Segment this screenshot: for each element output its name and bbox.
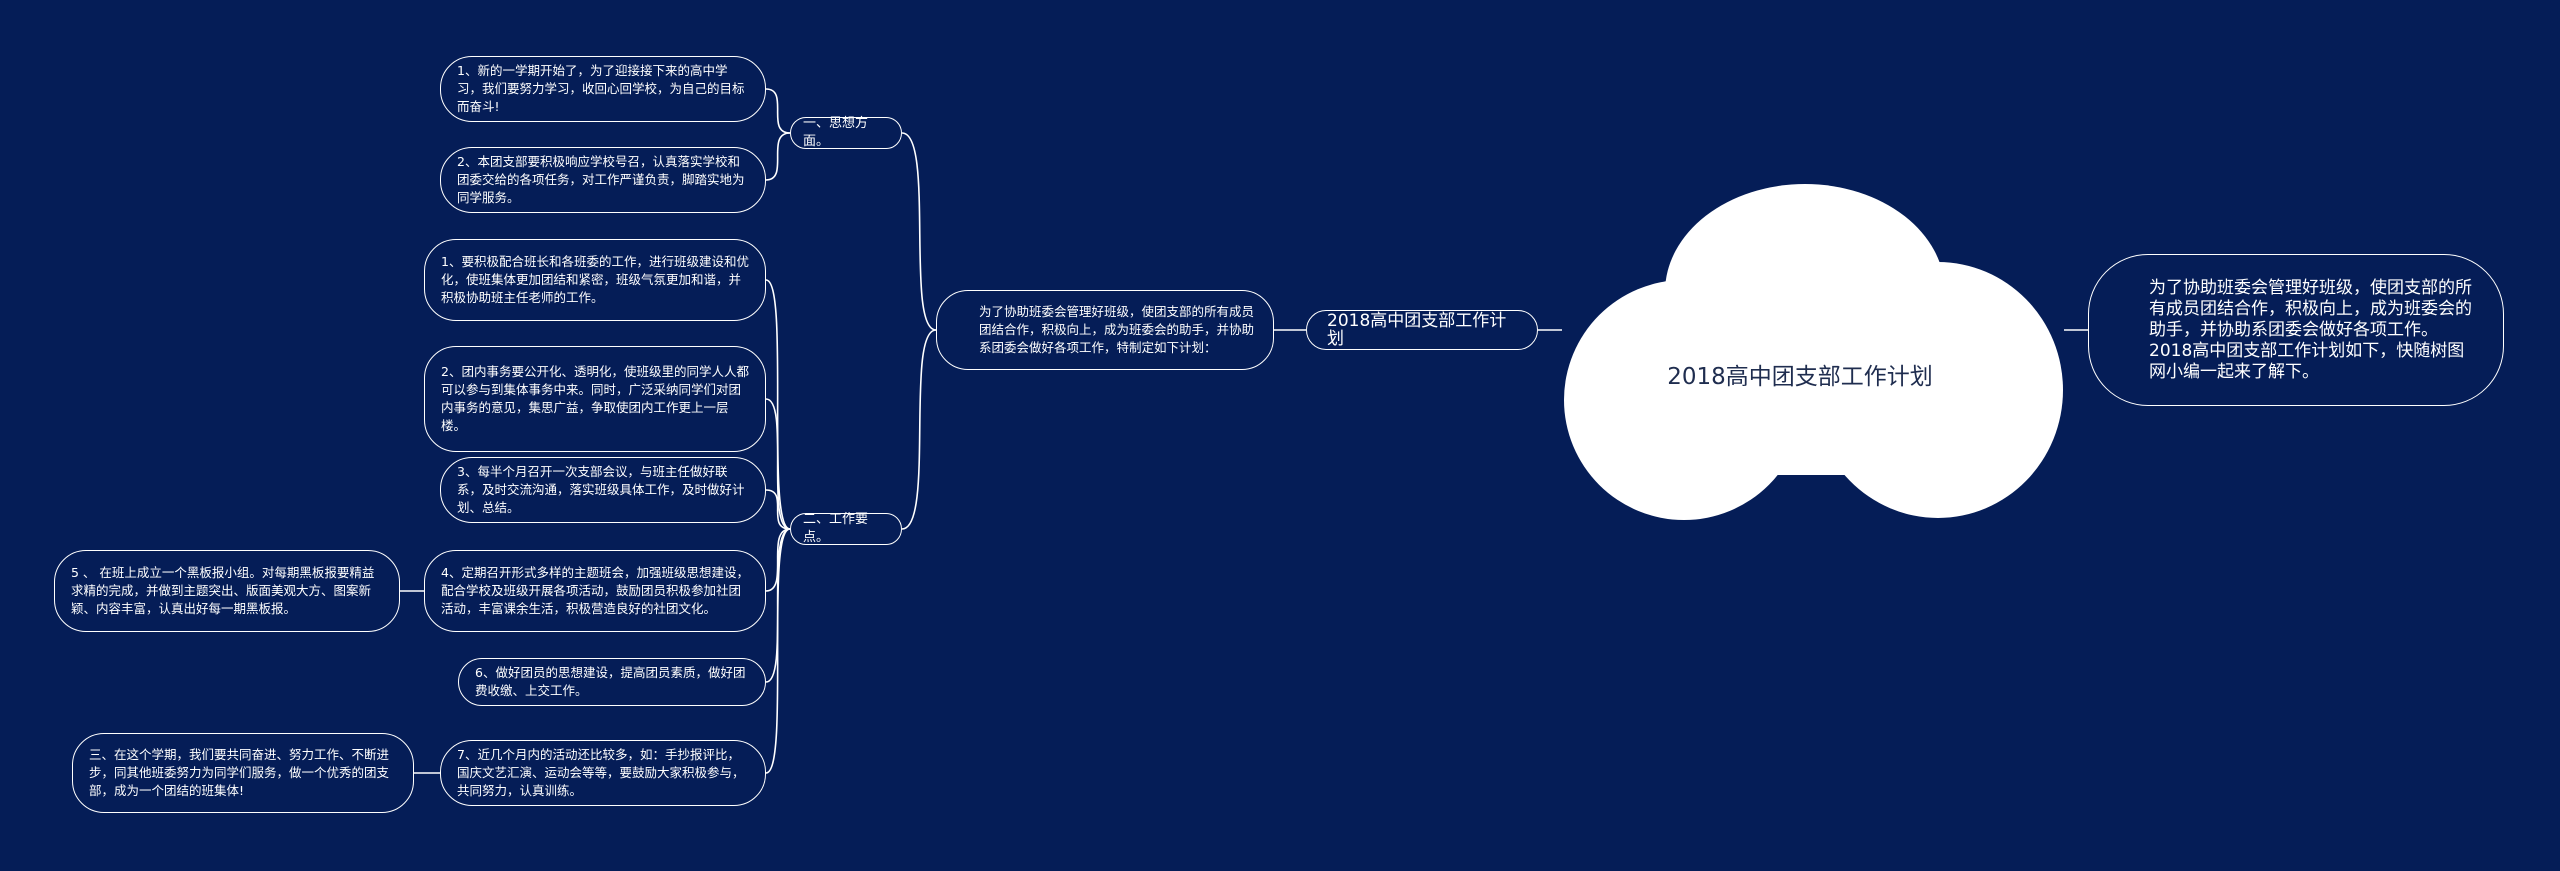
item-text: 2、本团支部要积极响应学校号召，认真落实学校和团委交给的各项任务，对工作严谨负责… — [457, 154, 745, 205]
section-2-item-2[interactable]: 2、团内事务要公开化、透明化，使班级里的同学人人都可以参与到集体事务中来。同时，… — [424, 346, 766, 452]
item-text: 1、要积极配合班长和各班委的工作，进行班级建设和优化，使班集体更加团结和紧密，班… — [441, 254, 749, 305]
section-2-item-4[interactable]: 4、定期召开形式多样的主题班会，加强班级思想建设，配合学校及班级开展各项活动，鼓… — [424, 550, 766, 632]
item-text: 4、定期召开形式多样的主题班会，加强班级思想建设，配合学校及班级开展各项活动，鼓… — [441, 565, 749, 616]
section-2-item-1[interactable]: 1、要积极配合班长和各班委的工作，进行班级建设和优化，使班集体更加团结和紧密，班… — [424, 239, 766, 321]
item-text: 3、每半个月召开一次支部会议，与班主任做好联系，及时交流沟通，落实班级具体工作，… — [457, 464, 745, 515]
root-title: 2018高中团支部工作计划 — [1667, 364, 1933, 390]
intro-node[interactable]: 为了协助班委会管理好班级，使团支部的所有成员团结合作，积极向上，成为班委会的助手… — [936, 290, 1274, 370]
section-2-item-7[interactable]: 7、近几个月内的活动还比较多，如：手抄报评比，国庆文艺汇演、运动会等等，要鼓励大… — [440, 740, 766, 806]
item-text: 6、做好团员的思想建设，提高团员素质，做好团费收缴、上交工作。 — [475, 665, 746, 698]
item-text: 1、新的一学期开始了，为了迎接接下来的高中学习，我们要努力学习，收回心回学校，为… — [457, 63, 745, 114]
item-text: 5 、 在班上成立一个黑板报小组。对每期黑板报要精益求精的完成，并做到主题突出、… — [71, 565, 375, 616]
sub-item-final[interactable]: 三、在这个学期，我们要共同奋进、努力工作、不断进步，同其他班委努力为同学们服务，… — [72, 733, 414, 813]
center-topic-node[interactable]: 2018高中团支部工作计划 — [1306, 310, 1538, 350]
summary-text: 为了协助班委会管理好班级，使团支部的所有成员团结合作，积极向上，成为班委会的助手… — [2149, 277, 2472, 382]
sub-item-5[interactable]: 5 、 在班上成立一个黑板报小组。对每期黑板报要精益求精的完成，并做到主题突出、… — [54, 550, 400, 632]
section-1-item-1[interactable]: 1、新的一学期开始了，为了迎接接下来的高中学习，我们要努力学习，收回心回学校，为… — [440, 56, 766, 122]
item-text: 7、近几个月内的活动还比较多，如：手抄报评比，国庆文艺汇演、运动会等等，要鼓励大… — [457, 747, 745, 798]
section-2-label: 二、工作要点。 — [803, 512, 869, 545]
section-1-item-2[interactable]: 2、本团支部要积极响应学校号召，认真落实学校和团委交给的各项任务，对工作严谨负责… — [440, 147, 766, 213]
center-topic-text: 2018高中团支部工作计划 — [1327, 311, 1507, 349]
cloud-shape — [1564, 184, 2063, 520]
item-text: 三、在这个学期，我们要共同奋进、努力工作、不断进步，同其他班委努力为同学们服务，… — [89, 747, 390, 798]
section-2-node[interactable]: 二、工作要点。 — [790, 512, 902, 545]
section-2-item-3[interactable]: 3、每半个月召开一次支部会议，与班主任做好联系，及时交流沟通，落实班级具体工作，… — [440, 457, 766, 523]
intro-text: 为了协助班委会管理好班级，使团支部的所有成员团结合作，积极向上，成为班委会的助手… — [979, 304, 1255, 355]
section-2-item-6[interactable]: 6、做好团员的思想建设，提高团员素质，做好团费收缴、上交工作。 — [458, 658, 766, 706]
item-text: 2、团内事务要公开化、透明化，使班级里的同学人人都可以参与到集体事务中来。同时，… — [441, 364, 749, 433]
summary-node[interactable]: 为了协助班委会管理好班级，使团支部的所有成员团结合作，积极向上，成为班委会的助手… — [2088, 254, 2504, 406]
section-1-label: 一、思想方面。 — [803, 116, 869, 149]
section-1-node[interactable]: 一、思想方面。 — [790, 116, 902, 149]
